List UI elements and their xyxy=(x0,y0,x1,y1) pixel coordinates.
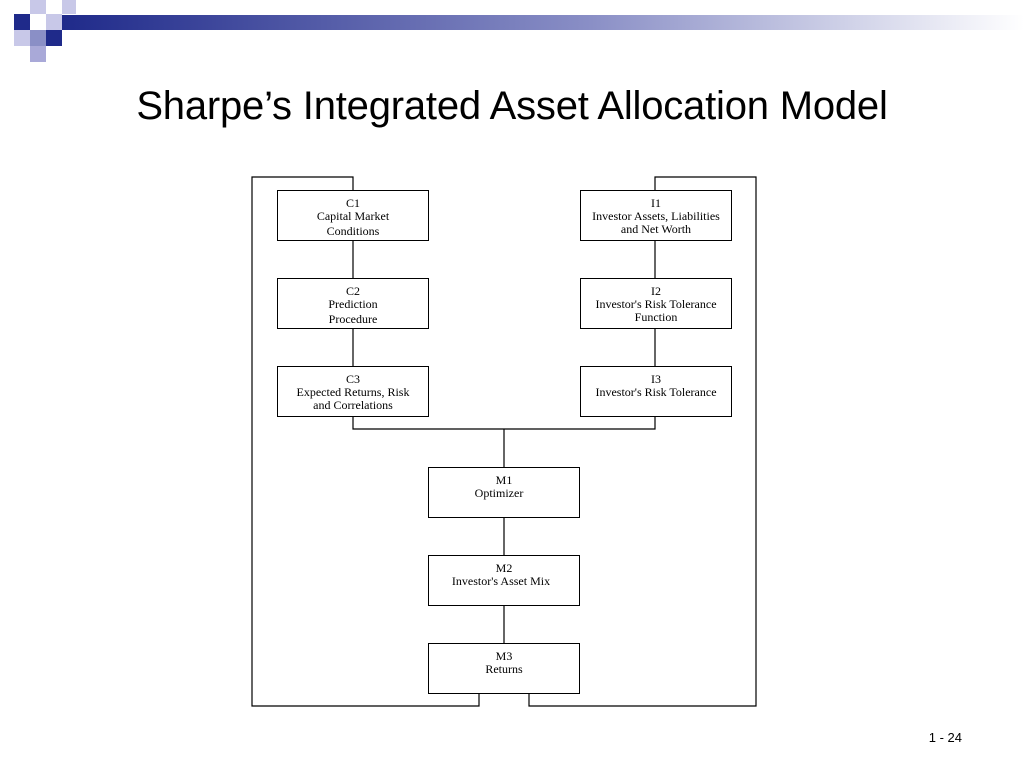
feedback-loop-line xyxy=(251,176,480,707)
box-label: Investor's Asset Mix xyxy=(451,574,551,588)
box-c1-capital-market-conditions: C1 Capital Market Conditions xyxy=(277,190,429,241)
box-label: Procedure xyxy=(328,312,378,326)
box-id: M1 xyxy=(495,473,513,487)
corner-decoration xyxy=(14,0,1024,62)
deco-square xyxy=(14,14,30,30)
box-label: Investor's Risk Tolerance xyxy=(595,297,717,311)
box-id: M2 xyxy=(495,561,513,575)
box-m2-asset-mix: M2 Investor's Asset Mix xyxy=(428,555,580,606)
deco-square xyxy=(30,0,46,14)
box-id: C1 xyxy=(345,196,360,210)
box-label: and Net Worth xyxy=(620,222,692,236)
box-m1-optimizer: M1 Optimizer xyxy=(428,467,580,518)
box-label: Expected Returns, Risk xyxy=(296,385,410,399)
box-label: Function xyxy=(634,310,678,324)
box-m3-returns: M3 Returns xyxy=(428,643,580,694)
box-label: and Correlations xyxy=(313,398,393,412)
box-c3-expected-returns: C3 Expected Returns, Risk and Correlatio… xyxy=(277,366,429,417)
deco-square xyxy=(14,30,30,46)
box-id: I3 xyxy=(651,372,661,386)
box-label: Investor Assets, Liabilities xyxy=(592,209,720,223)
deco-square xyxy=(30,46,46,62)
box-id: I2 xyxy=(651,284,661,298)
box-i3-risk-tolerance: I3 Investor's Risk Tolerance xyxy=(580,366,732,417)
box-id: I1 xyxy=(651,196,661,210)
box-c2-prediction-procedure: C2 Prediction Procedure xyxy=(277,278,429,329)
box-label: Capital Market xyxy=(316,209,390,223)
slide-title: Sharpe’s Integrated Asset Allocation Mod… xyxy=(136,84,888,128)
box-label: Conditions xyxy=(326,224,380,238)
header-gradient-bar xyxy=(62,15,1024,30)
box-label: Investor's Risk Tolerance xyxy=(595,385,717,399)
box-i1-investor-assets: I1 Investor Assets, Liabilities and Net … xyxy=(580,190,732,241)
page-number: 1 - 24 xyxy=(928,730,962,745)
box-id: C2 xyxy=(345,284,360,298)
box-i2-risk-tolerance-function: I2 Investor's Risk Tolerance Function xyxy=(580,278,732,329)
feedback-loop-line xyxy=(528,176,757,707)
box-label: Returns xyxy=(485,662,523,676)
box-id: C3 xyxy=(345,372,360,386)
box-label: Optimizer xyxy=(474,486,524,500)
box-label: Prediction xyxy=(328,297,378,311)
deco-square xyxy=(46,30,62,46)
deco-square xyxy=(46,14,62,30)
deco-square xyxy=(30,30,46,46)
deco-square xyxy=(62,0,76,14)
box-id: M3 xyxy=(495,649,513,663)
connector-c3-merge xyxy=(352,417,656,430)
